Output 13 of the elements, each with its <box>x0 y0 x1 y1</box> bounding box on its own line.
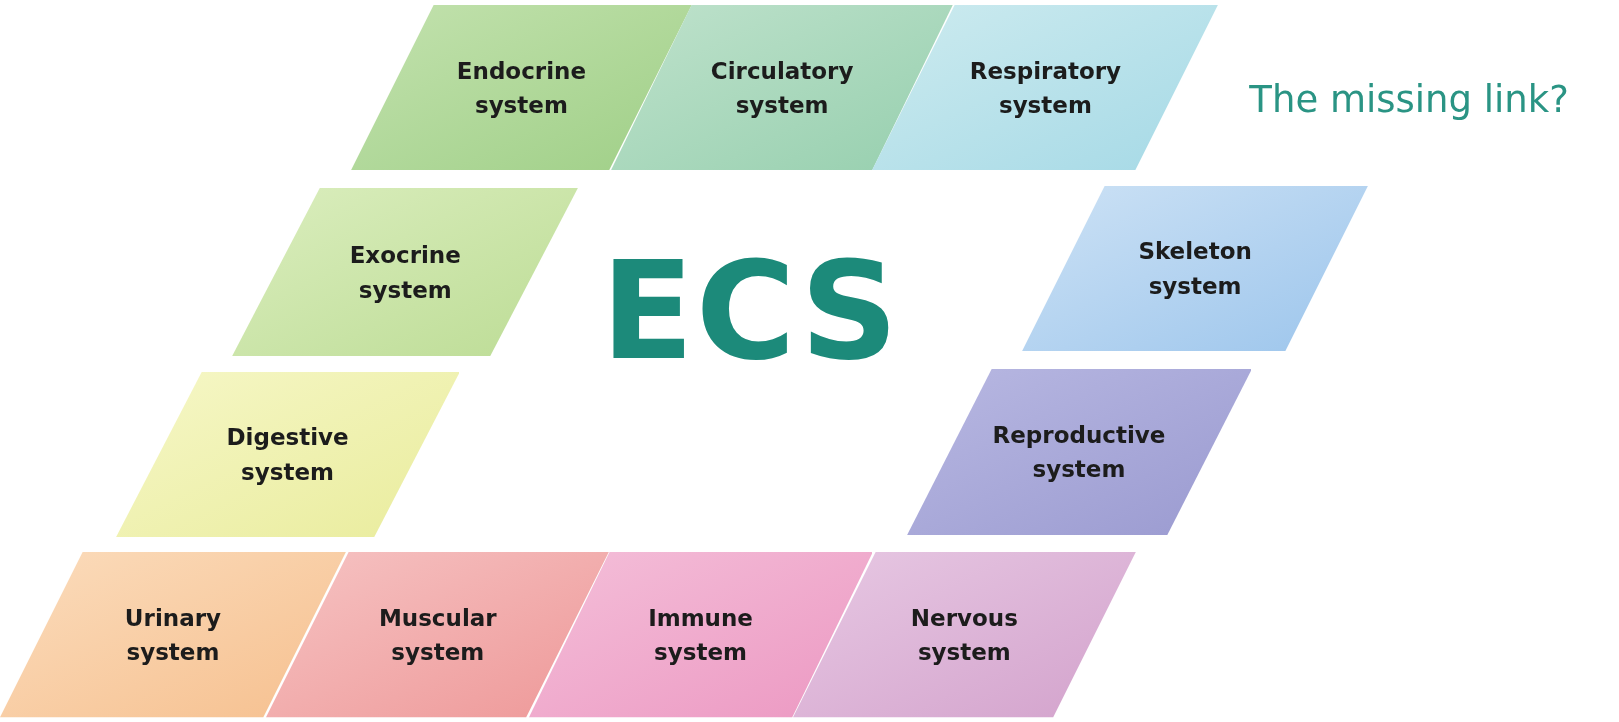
title: The missing link? <box>1249 78 1569 122</box>
center-label: ECS <box>600 232 901 391</box>
system-label: Endocrine system <box>456 56 586 120</box>
system-label: Immune system <box>648 603 753 667</box>
system-label: Reproductive system <box>992 420 1166 484</box>
system-label: Muscular system <box>378 603 497 667</box>
system-label: Exocrine system <box>349 240 461 305</box>
system-label: Nervous system <box>910 603 1018 667</box>
system-label: Urinary system <box>124 603 221 667</box>
system-label: Digestive system <box>226 422 349 487</box>
system-label: Skeleton system <box>1138 236 1252 301</box>
system-label: Circulatory system <box>710 56 854 120</box>
system-label: Respiratory system <box>969 56 1122 120</box>
